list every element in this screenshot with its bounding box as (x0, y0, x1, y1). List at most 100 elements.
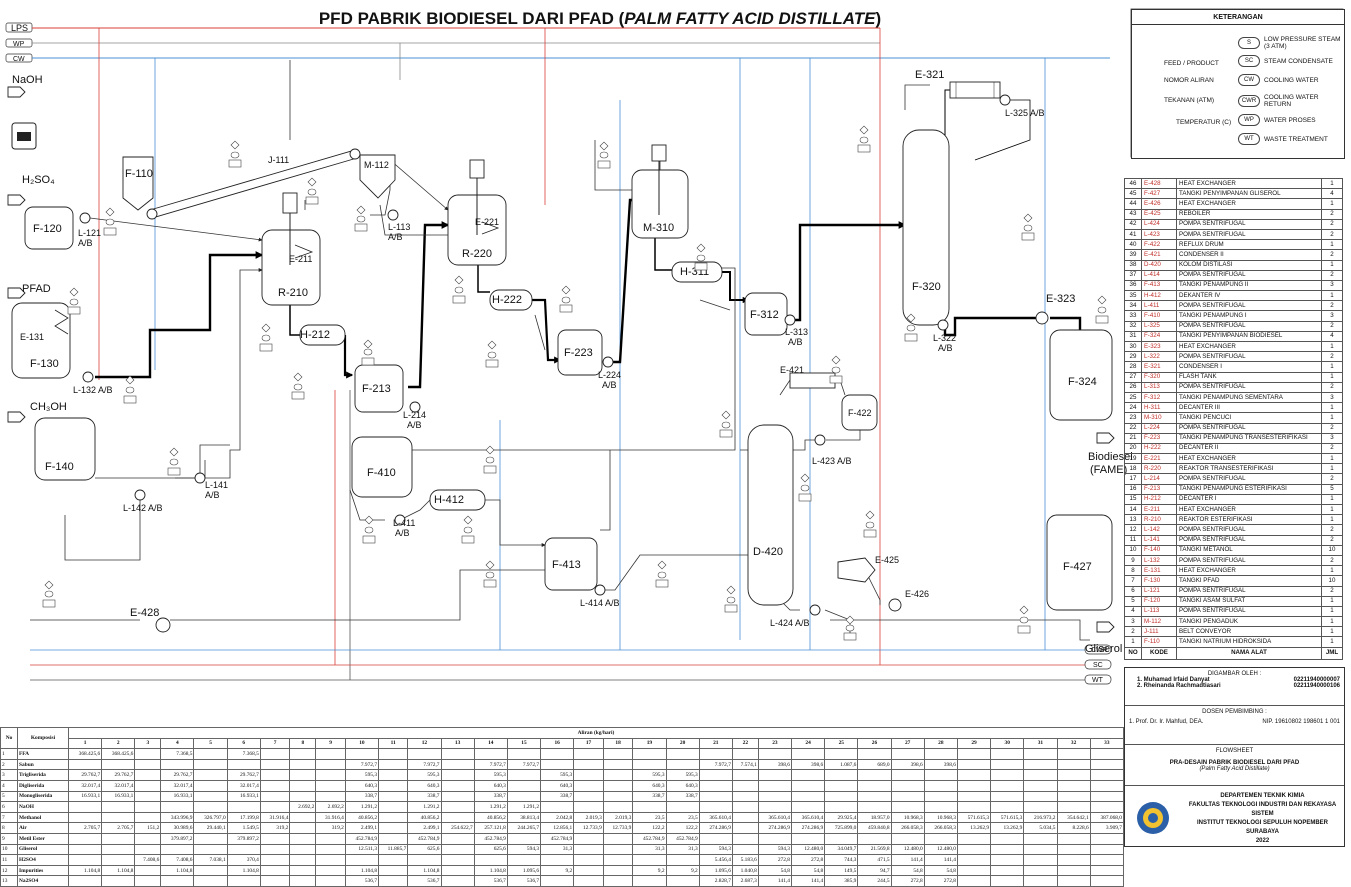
pfad-label: PFAD (22, 283, 51, 295)
legend-utility-steam: SLOW PRESSURE STEAM (3 ATM) (1238, 36, 1344, 50)
stream-row-no: 1 (1, 749, 18, 760)
stream-value-cell (991, 749, 1024, 760)
stream-value-cell: 452.784,9 (666, 833, 699, 844)
equipment-row: 38D-420KOLOM DISTILASI1 (1125, 260, 1343, 270)
eq-no: 13 (1125, 515, 1142, 525)
stream-value-cell (441, 855, 474, 866)
naoh-label: NaOH (12, 74, 43, 86)
stream-value-cell: 29.762,7 (69, 770, 102, 781)
eq-no: 14 (1125, 505, 1142, 515)
stream-value-cell (290, 780, 316, 791)
stream-value-cell: 365.610,4 (699, 812, 732, 823)
eq-no: 8 (1125, 566, 1142, 576)
stream-value-cell (379, 876, 408, 887)
stream-value-cell (441, 802, 474, 813)
stream-value-cell: 398,6 (891, 759, 924, 770)
stream-value-cell (441, 812, 474, 823)
stream-value-cell (858, 780, 891, 791)
stream-value-cell: 2.499,1 (408, 823, 441, 834)
stream-value-cell: 13.262,9 (991, 823, 1024, 834)
eq-no: 11 (1125, 535, 1142, 545)
stream-value-cell: 7.368,5 (161, 749, 194, 760)
stream-value-cell (135, 791, 161, 802)
stream-value-cell (1024, 876, 1057, 887)
l214-label: L-214 (403, 410, 426, 420)
stream-value-cell (161, 802, 194, 813)
tb-author-2: 2. Rheinanda Rachmadtiasari (1137, 683, 1221, 689)
equipment-row: 46E-428HEAT EXCHANGER1 (1125, 179, 1343, 189)
stream-value-cell (345, 749, 378, 760)
stream-value-cell (541, 855, 574, 866)
stream-value-cell: 32.017,4 (227, 780, 260, 791)
stream-value-cell (991, 791, 1024, 802)
stream-value-cell: 7.408,6 (135, 855, 161, 866)
eq-no: 29 (1125, 352, 1142, 362)
stream-row-no: 7 (1, 812, 18, 823)
stream-row-component: Methanol (18, 812, 69, 823)
stream-value-cell: 29.762,7 (161, 770, 194, 781)
eq-name: POMPA SENTRIFUGAL (1177, 474, 1322, 484)
stream-value-cell (1090, 791, 1123, 802)
h222-label: H-222 (492, 294, 522, 306)
stream-row-no: 9 (1, 833, 18, 844)
stream-value-cell: 13.262,9 (957, 823, 990, 834)
stream-value-cell (135, 802, 161, 813)
stream-value-cell (290, 749, 316, 760)
stream-value-cell (135, 780, 161, 791)
stream-value-cell: 32.017,4 (102, 780, 135, 791)
eq-code: L-322 (1142, 352, 1177, 362)
eq-code: L-132 (1142, 555, 1177, 565)
eq-no: 36 (1125, 280, 1142, 290)
stream-value-cell: 54,8 (758, 865, 791, 876)
f410-label: F-410 (367, 467, 396, 479)
stream-number-cell: 12 (408, 738, 441, 749)
stream-value-cell (441, 780, 474, 791)
stream-value-cell: 17.199,8 (227, 812, 260, 823)
j111-conveyor (150, 150, 357, 218)
stream-row: 6NaOH2.692,22.692,21.291,21.291,21.291,2… (1, 802, 1124, 813)
h2so4-feed-marker (8, 195, 25, 205)
stream-value-cell (260, 749, 290, 760)
stream-value-cell (858, 802, 891, 813)
eq-qty: 2 (1322, 229, 1343, 239)
stream-value-cell (379, 791, 408, 802)
stream-value-cell (507, 833, 540, 844)
equipment-row: 5F-120TANGKI ASAM SULFAT1 (1125, 596, 1343, 606)
stream-value-cell (924, 802, 957, 813)
stream-value-cell: 40.856,2 (474, 812, 507, 823)
stream-value-cell (792, 770, 825, 781)
eq-no: 20 (1125, 443, 1142, 453)
stream-value-cell: 1.104,8 (161, 865, 194, 876)
eq-code: F-223 (1142, 433, 1177, 443)
l113-label: L-113 (388, 222, 410, 232)
stream-value-cell (69, 812, 102, 823)
stream-number-cell: 33 (1090, 738, 1123, 749)
stream-value-cell: 272,8 (792, 855, 825, 866)
eq-qty: 2 (1322, 382, 1343, 392)
stream-value-cell: 272,8 (924, 876, 957, 887)
l141-label: L-141 (205, 480, 228, 490)
eq-qty: 1 (1322, 199, 1343, 209)
r210-motor (283, 193, 297, 213)
legend-text-condensate: STEAM CONDENSATE (1264, 58, 1333, 65)
equipment-row: 10F-140TANGKI METANOL10 (1125, 545, 1343, 555)
eq-no: 26 (1125, 382, 1142, 392)
stream-value-cell (379, 833, 408, 844)
stream-value-cell (924, 791, 957, 802)
eq-code: R-220 (1142, 464, 1177, 474)
stream-value-cell (891, 802, 924, 813)
stream-value-cell: 2.705,7 (102, 823, 135, 834)
tb-supervisor-name: 1. Prof. Dr. Ir. Mahfud, DEA. (1129, 719, 1203, 725)
eq-no: 25 (1125, 392, 1142, 402)
stream-value-cell: 2.705,7 (69, 823, 102, 834)
stream-value-cell (603, 855, 633, 866)
stream-row-component: NaOH (18, 802, 69, 813)
eq-no: 19 (1125, 454, 1142, 464)
eq-code: L-423 (1142, 229, 1177, 239)
stream-value-cell (316, 791, 346, 802)
stream-value-cell: 1.291,2 (474, 802, 507, 813)
stream-value-cell (666, 759, 699, 770)
eq-code: F-410 (1142, 311, 1177, 321)
title-block: DIGAMBAR OLEH : 1. Muhamad Irfaid Danyat… (1124, 667, 1345, 847)
